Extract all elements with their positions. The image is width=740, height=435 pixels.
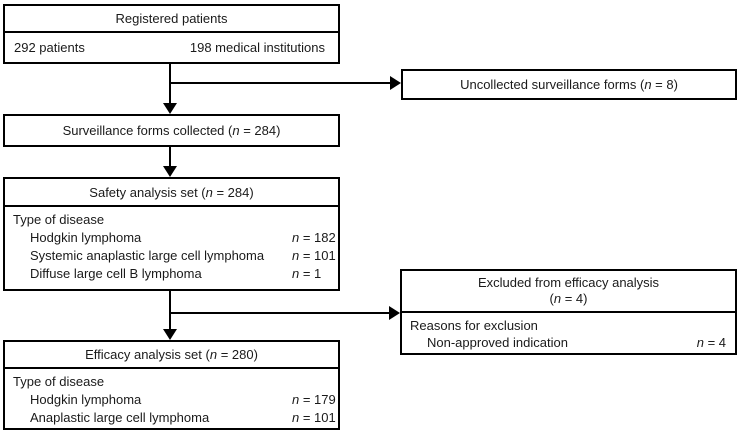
title-text-post: = 284) [239, 123, 281, 138]
arrowhead-down-icon [163, 103, 177, 114]
n-value: = 1 [299, 266, 322, 281]
efficacy-analysis-title: Efficacy analysis set (n = 280) [5, 342, 338, 369]
title-text: Uncollected surveillance forms ( [460, 77, 645, 92]
exclusion-reason-count: n = 4 [697, 334, 726, 351]
flow-line-branch-uncollected [170, 82, 391, 84]
title-n-italic: n [644, 77, 652, 92]
title-n-italic: n [553, 291, 562, 306]
patients-count-label: 292 patients [14, 40, 85, 55]
excluded-box: Excluded from efficacy analysis (n = 4) … [400, 269, 737, 355]
arrowhead-down-icon [163, 166, 177, 177]
excluded-body: Reasons for exclusion Non-approved indic… [402, 313, 735, 353]
n-value: = 101 [299, 410, 336, 425]
arrowhead-down-icon [163, 329, 177, 340]
flow-line-branch-excluded [170, 312, 390, 314]
safety-analysis-title: Safety analysis set (n = 284) [5, 179, 338, 207]
title-text-post: = 280) [217, 347, 258, 362]
disease-count: n = 101 [292, 247, 336, 265]
title-text: Safety analysis set ( [89, 184, 206, 200]
n-italic: n [696, 335, 704, 350]
flow-line-safety-down [169, 291, 171, 331]
title-n-italic: n [232, 123, 240, 138]
arrowhead-right-icon [390, 76, 401, 90]
uncollected-forms-box: Uncollected surveillance forms (n = 8) [401, 69, 737, 100]
n-value: = 101 [299, 248, 336, 263]
disease-row: Anaplastic large cell lymphoma n = 101 [5, 409, 338, 427]
title-text-post: = 8) [651, 77, 678, 92]
efficacy-analysis-box: Efficacy analysis set (n = 280) Type of … [3, 340, 340, 430]
institutions-count-label: 198 medical institutions [189, 40, 325, 55]
registered-patients-stats: 292 patients 198 medical institutions [5, 33, 338, 62]
disease-count: n = 101 [292, 409, 336, 427]
disease-type-section-label: Type of disease [13, 212, 105, 227]
n-value: = 182 [299, 230, 336, 245]
disease-row: Diffuse large cell B lymphoma n = 1 [5, 265, 338, 283]
excluded-title: Excluded from efficacy analysis (n = 4) [402, 271, 735, 313]
flow-line-registered-down [169, 64, 171, 105]
exclusion-reason-label: Non-approved indication [427, 335, 568, 350]
disease-count: n = 182 [292, 229, 336, 247]
n-italic: n [292, 266, 300, 281]
disease-label: Anaplastic large cell lymphoma [30, 410, 210, 425]
n-italic: n [292, 410, 300, 425]
forms-collected-box: Surveillance forms collected (n = 284) [3, 114, 340, 147]
title-text: ( [549, 291, 554, 306]
disease-type-section-label: Type of disease [13, 374, 105, 389]
safety-analysis-box: Safety analysis set (n = 284) Type of di… [3, 177, 340, 291]
disease-row: Hodgkin lymphoma n = 182 [5, 229, 338, 247]
registered-patients-title: Registered patients [5, 6, 338, 33]
disease-label: Hodgkin lymphoma [30, 230, 142, 245]
forms-collected-title: Surveillance forms collected (n = 284) [63, 123, 281, 138]
disease-row: Systemic anaplastic large cell lymphoma n… [5, 247, 338, 265]
title-n-italic: n [209, 347, 218, 362]
title-text-post: = 284) [212, 184, 254, 200]
disease-label: Systemic anaplastic large cell lymphoma [30, 248, 265, 263]
title-text: Surveillance forms collected ( [62, 123, 233, 138]
title-text: Registered patients [115, 11, 228, 26]
title-n-italic: n [205, 184, 213, 200]
disease-count: n = 1 [292, 265, 321, 283]
n-value: = 4 [703, 335, 726, 350]
n-italic: n [292, 248, 300, 263]
disease-label: Diffuse large cell B lymphoma [30, 266, 202, 281]
flow-line-collected-down [169, 147, 171, 168]
title-text-post: = 4) [561, 291, 588, 306]
registered-patients-box: Registered patients 292 patients 198 med… [3, 4, 340, 64]
n-italic: n [292, 230, 300, 245]
arrowhead-right-icon [389, 306, 400, 320]
disease-count: n = 179 [292, 391, 336, 409]
disease-row: Hodgkin lymphoma n = 179 [5, 391, 338, 409]
disease-label: Hodgkin lymphoma [30, 392, 142, 407]
n-italic: n [292, 392, 300, 407]
excluded-title-line2: (n = 4) [550, 291, 588, 307]
exclusion-reasons-section-label: Reasons for exclusion [410, 318, 538, 333]
excluded-title-line1: Excluded from efficacy analysis [477, 275, 660, 290]
exclusion-reason-row: Non-approved indication n = 4 [402, 334, 735, 351]
n-value: = 179 [299, 392, 336, 407]
uncollected-forms-title: Uncollected surveillance forms (n = 8) [460, 77, 678, 92]
title-text: Efficacy analysis set ( [85, 347, 210, 362]
